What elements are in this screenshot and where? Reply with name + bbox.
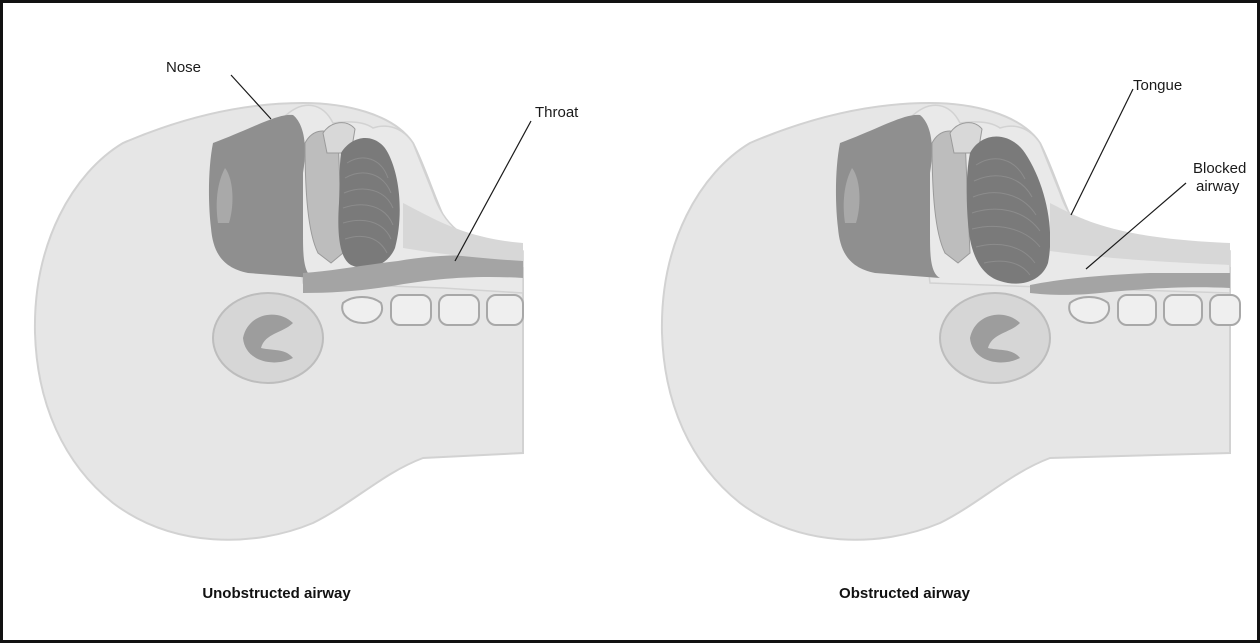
nose-label: Nose [166,59,201,77]
tongue-leader-line [1071,89,1133,215]
ear [213,293,323,383]
vertebrae [1069,295,1240,325]
blocked-label-line2: airway [1196,178,1239,196]
ear [940,293,1050,383]
caption-obstructed: Obstructed airway [591,585,1218,602]
head-illustration-obstructed [630,3,1257,640]
panel-obstructed: Tongue Blocked airway Obstructed airway [630,3,1257,640]
throat-label: Throat [535,104,578,122]
caption-unobstructed: Unobstructed airway [0,585,590,602]
blocked-label-line1: Blocked [1193,160,1246,178]
panel-unobstructed: Nose Throat Unobstructed airway [3,3,630,640]
head-illustration-unobstructed [3,3,630,640]
tongue-label: Tongue [1133,77,1182,95]
